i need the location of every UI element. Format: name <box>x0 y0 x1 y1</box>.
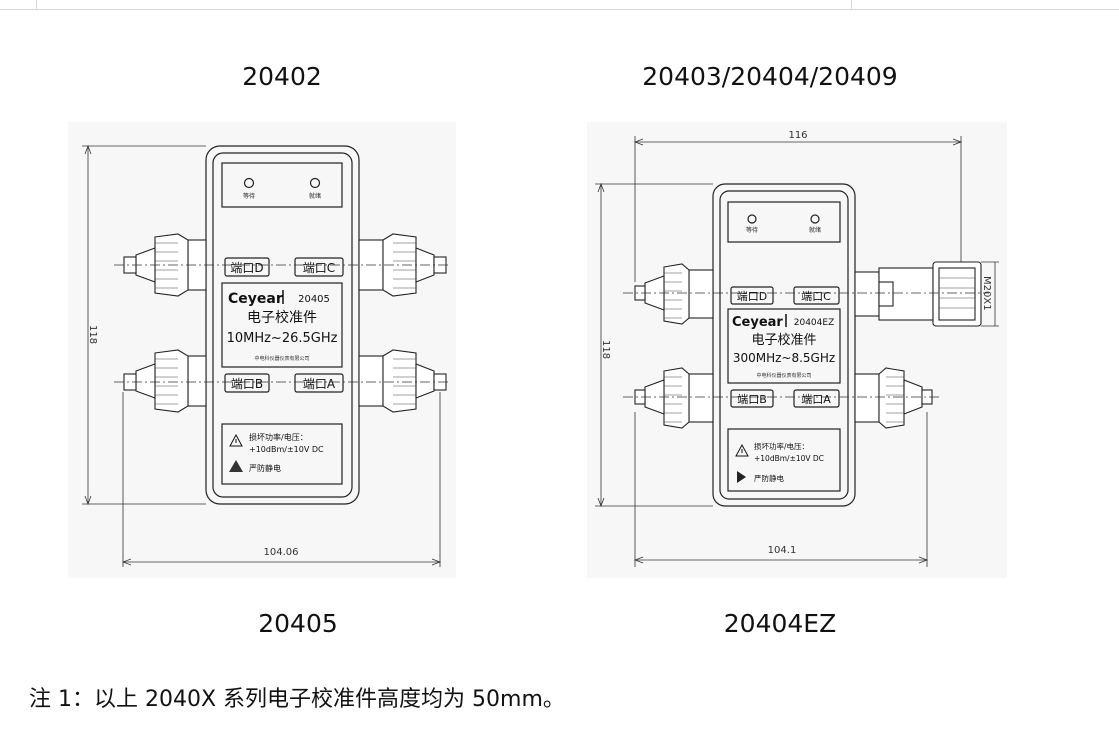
port-d-label: 端口D <box>230 261 263 275</box>
label-panel <box>221 282 343 368</box>
led-panel <box>221 162 343 208</box>
top-divider <box>0 9 1119 10</box>
dimension-height: 118 <box>600 340 611 359</box>
frequency-range: 300MHz~8.5GHz <box>733 351 835 365</box>
port-d-box <box>224 257 270 277</box>
esd-icon <box>737 471 746 483</box>
heading-bottom-right: 20404EZ <box>723 609 837 638</box>
dimension-width: 104.06 <box>264 547 299 558</box>
port-c-label: 端口C <box>303 261 335 275</box>
brand-logo: Ceyear <box>228 291 283 307</box>
led-waiting-label: 等待 <box>746 226 758 234</box>
esd-label: 严防静电 <box>249 463 281 473</box>
product-name: 电子校准件 <box>751 332 816 348</box>
led-ready-icon <box>810 214 820 224</box>
esd-label: 严防静电 <box>754 473 784 483</box>
warning-panel <box>727 428 841 492</box>
port-c-label: 端口C <box>801 290 831 303</box>
warning-label: 损坏功率/电压： <box>754 441 809 451</box>
dimension-lines <box>595 182 999 567</box>
dimension-height: 118 <box>87 325 98 344</box>
port-b-label: 端口B <box>737 393 767 406</box>
led-panel <box>727 201 841 243</box>
company-name: 中电科仪器仪表有限公司 <box>254 355 309 362</box>
heading-top-left: 20402 <box>242 62 322 91</box>
company-name: 中电科仪器仪表有限公司 <box>756 372 811 379</box>
port-b-box <box>224 373 270 393</box>
led-ready-label: 就绪 <box>309 192 321 200</box>
port-c-box <box>294 257 344 277</box>
led-ready-label: 就绪 <box>809 226 821 234</box>
drawing-background <box>587 122 1007 578</box>
port-a-box <box>294 373 344 393</box>
left-calibrator-drawing: 等待 就绪 端口D 端口C 端口B 端口A Ceyear 20405 电子校准件… <box>68 122 456 578</box>
port-c-box <box>793 286 840 305</box>
model-label: 20404EZ <box>794 318 834 328</box>
warning-value: +10dBm/±10V DC <box>754 454 824 463</box>
footnote: 注 1：以上 2040X 系列电子校准件高度均为 50mm。 <box>29 687 565 712</box>
led-ready-icon <box>309 177 321 189</box>
brand-logo: Ceyear <box>732 315 783 330</box>
dimension-width: 104.1 <box>768 545 797 556</box>
esd-icon <box>229 460 243 472</box>
dimension-lines <box>82 144 442 567</box>
product-name: 电子校准件 <box>247 309 317 326</box>
port-b-label: 端口B <box>231 377 263 391</box>
led-waiting-icon <box>243 177 255 189</box>
led-waiting-label: 等待 <box>243 192 255 200</box>
warning-triangle-icon <box>735 443 749 457</box>
warning-triangle-icon <box>229 433 243 447</box>
calibrator-body-outer <box>205 145 360 505</box>
calibrator-body-inner <box>719 190 849 500</box>
calibrator-body-inner <box>212 152 353 498</box>
port-a-box <box>793 389 840 408</box>
port-b-box <box>730 389 774 408</box>
dimension-thread: M20X1 <box>981 276 992 311</box>
port-d-label: 端口D <box>737 290 767 303</box>
dimension-top-width: 116 <box>788 130 807 141</box>
port-a-label: 端口A <box>801 393 831 406</box>
warning-value: +10dBm/±10V DC <box>249 445 324 454</box>
label-panel <box>727 308 841 384</box>
model-label: 20405 <box>298 294 330 305</box>
right-calibrator-drawing: 116 <box>587 122 1007 578</box>
heading-bottom-left: 20405 <box>258 609 338 638</box>
warning-panel <box>221 423 343 485</box>
heading-top-right: 20403/20404/20409 <box>642 62 898 91</box>
frequency-range: 10MHz~26.5GHz <box>227 331 338 346</box>
drawing-background <box>68 122 456 578</box>
led-waiting-icon <box>747 214 757 224</box>
port-a-label: 端口A <box>303 377 336 391</box>
port-d-box <box>730 286 774 305</box>
top-divider-tick <box>851 0 852 9</box>
warning-label: 损坏功率/电压： <box>249 432 308 442</box>
right-connectors <box>634 261 982 429</box>
top-divider-tick <box>36 0 37 9</box>
calibrator-body-outer <box>712 183 856 507</box>
